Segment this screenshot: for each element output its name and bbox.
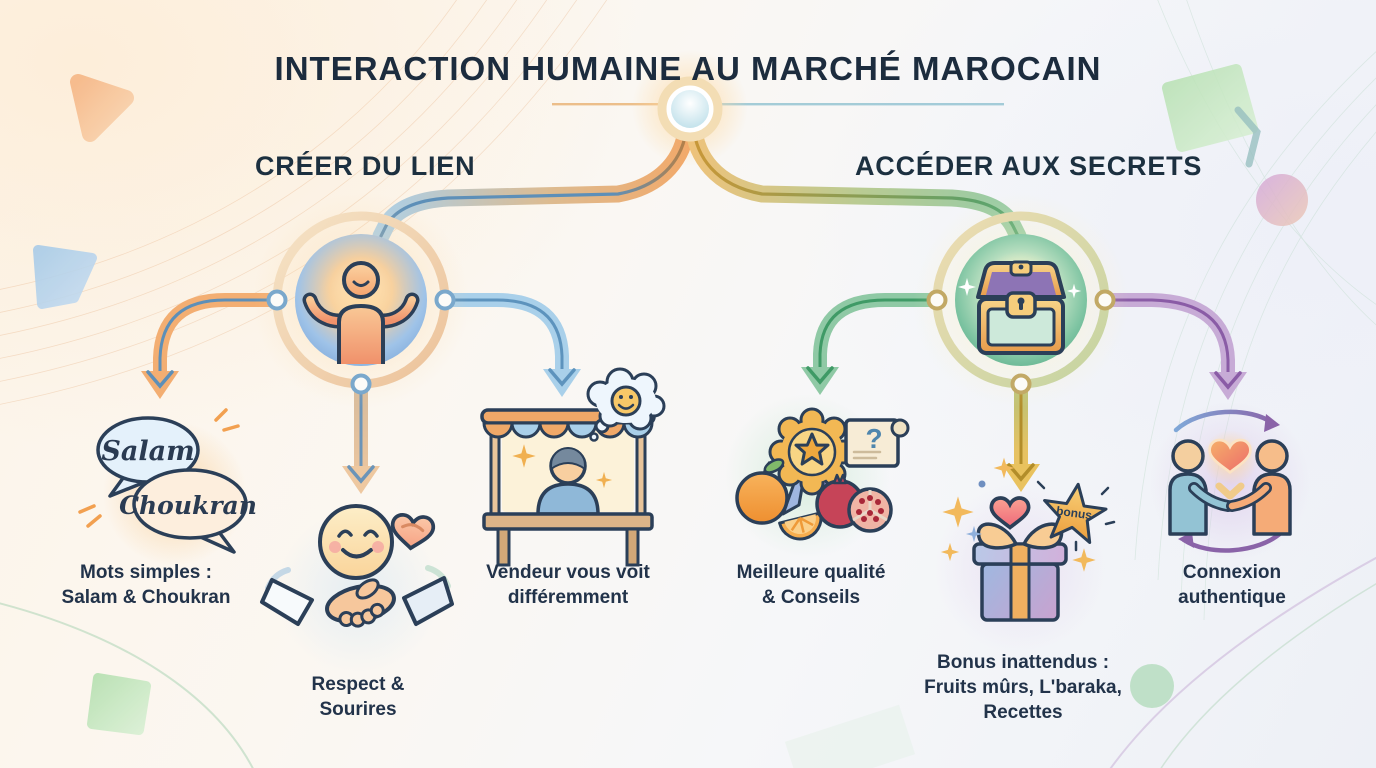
treasure-chest-icon [958,251,1082,355]
decor-arcs-bottom [0,556,1376,768]
branch-node-lien [253,192,469,408]
sparkle-icon [1066,283,1082,299]
dot-decor [978,480,986,488]
smiley-handshake-heart-icon [260,504,454,674]
leaf-label-bonus-inattendus: Bonus inattendus : Fruits mûrs, L'baraka… [924,652,1122,724]
node-connector-dots-right [926,289,1116,395]
decor-kite-left [33,245,97,309]
sparkle-blue [965,525,983,543]
motion-dashes [1036,480,1116,552]
authentic-connection-icon [1150,402,1310,562]
branch-heading-creer-du-lien: CRÉER DU LIEN [255,151,476,181]
salam-bubble-text: Salam [101,436,194,467]
node-connector-dots-left [266,289,456,395]
decor-triangle-topleft [70,74,134,142]
rosette-badge-icon [768,407,856,496]
arrow-to-badge [801,293,944,395]
decor-circle-bottomright [1130,664,1174,708]
open-arms-person-icon [302,256,420,364]
scroll-question-mark: ? [865,423,882,454]
leaf-label-vendeur: Vendeur vous voit différemment [486,562,650,609]
sparkles [940,457,1096,572]
heart-icon [1208,438,1252,475]
heart-hands-icon [390,513,436,551]
branch-heading-acceder-aux-secrets: ACCÉDER AUX SECRETS [855,151,1203,181]
orange-fruit-icon [735,458,789,525]
market-stall-vendor-icon [480,367,666,567]
heart-icon [989,496,1031,530]
sparkle-dashes-icon [78,408,240,528]
decor-square-bottomleft [87,673,151,735]
gift-bonus-star-icon: bonus [935,457,1116,653]
arrow-to-speech-bubbles [141,293,284,399]
choukran-bubble-text: Choukran [119,491,257,520]
bonus-star-icon: bonus [1043,482,1108,544]
advice-scroll-icon: ? [844,418,910,468]
decor-bracket-topright [1234,106,1261,168]
arrow-to-vendor [438,293,581,397]
bonus-star-text: bonus [1055,504,1093,523]
arrow-to-connection [1098,293,1247,400]
page-title: INTERACTION HUMAINE AU MARCHÉ MAROCAIN [274,50,1102,87]
leaf-label-connexion-authentique: Connexion authentique [1178,562,1286,609]
salam-choukran-speech-bubbles-icon: Salam Choukran [78,408,257,566]
leaf-label-mots-simples: Mots simples : Salam & Choukran [61,562,231,609]
thought-bubble-smiley-icon [586,367,666,442]
sparkle-icon [512,444,536,468]
pomegranate-icon [815,473,893,533]
decor-circle-right [1256,174,1308,226]
leaf-label-meilleure-qualite: Meilleure qualité & Conseils [736,562,886,609]
decor-bar-bottom [784,704,916,768]
leaf-label-respect-sourires: Respect & Sourires [311,674,405,721]
title-divider-right [716,103,1004,106]
title-divider-left [552,103,666,106]
sparkle-icon [958,278,976,296]
hub-node [657,76,723,142]
sparkle-icon [595,471,613,489]
quality-badge-fruits-icon: ? [725,394,910,558]
branch-node-secrets [913,192,1129,408]
